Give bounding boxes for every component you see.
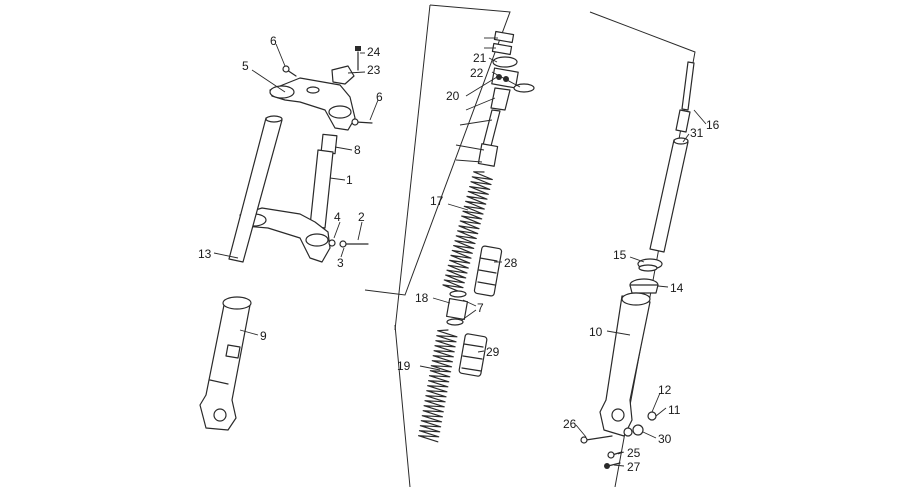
spring-seat-parts — [445, 290, 469, 326]
center-leader-lines — [419, 37, 521, 371]
callout-26: 26 — [563, 417, 577, 431]
callout-19: 19 — [397, 359, 411, 373]
callout-24: 24 — [367, 45, 381, 59]
seal-and-washer — [629, 258, 663, 294]
callout-11: 11 — [668, 403, 681, 417]
callout-27: 27 — [627, 460, 641, 474]
callout-16: 16 — [706, 118, 720, 132]
steering-stem — [309, 133, 338, 229]
fork-leg-left — [199, 296, 252, 431]
callout-18: 18 — [415, 291, 429, 305]
callout-8: 8 — [354, 143, 361, 157]
callout-15: 15 — [613, 248, 627, 262]
damper-rod-assembly — [477, 30, 535, 167]
spring-spacer-upper — [473, 245, 503, 297]
callout-29: 29 — [486, 345, 500, 359]
callout-14: 14 — [670, 281, 684, 295]
callout-1: 1 — [346, 173, 353, 187]
left-leader-lines — [213, 43, 379, 336]
callout-10: 10 — [589, 325, 603, 339]
callout-7: 7 — [477, 301, 484, 315]
callout-30: 30 — [658, 432, 672, 446]
callout-23: 23 — [367, 63, 381, 77]
fork-spring-lower — [418, 329, 458, 443]
spring-spacer-lower — [458, 333, 488, 377]
callout-13: 13 — [198, 247, 212, 261]
right-leader-lines — [575, 109, 707, 467]
left-bolts — [282, 46, 373, 248]
callout-4: 4 — [334, 210, 341, 224]
callout-25: 25 — [627, 446, 641, 460]
upper-triple-clamp — [269, 65, 356, 131]
callout-5: 5 — [242, 59, 249, 73]
callout-28: 28 — [504, 256, 518, 270]
callout-3: 3 — [337, 256, 344, 270]
callout-22: 22 — [470, 66, 484, 80]
callout-17: 17 — [430, 194, 444, 208]
damper-cartridge-rod — [649, 61, 695, 253]
callout-12: 12 — [658, 383, 672, 397]
callout-21: 21 — [473, 51, 487, 65]
callout-2: 2 — [358, 210, 365, 224]
callout-6a: 6 — [270, 34, 277, 48]
callout-9: 9 — [260, 329, 267, 343]
callout-31: 31 — [690, 126, 704, 140]
callout-20: 20 — [446, 89, 460, 103]
callout-numbers: 1 2 3 4 5 6 6 7 8 9 10 11 12 13 14 15 16… — [198, 34, 720, 474]
fork-tube-left — [228, 115, 283, 263]
fork-leg-right — [599, 292, 651, 437]
axle-clamp-bolts — [580, 411, 657, 469]
callout-6b: 6 — [376, 90, 383, 104]
fork-spring-upper — [442, 171, 493, 294]
panel-frames — [364, 4, 696, 487]
